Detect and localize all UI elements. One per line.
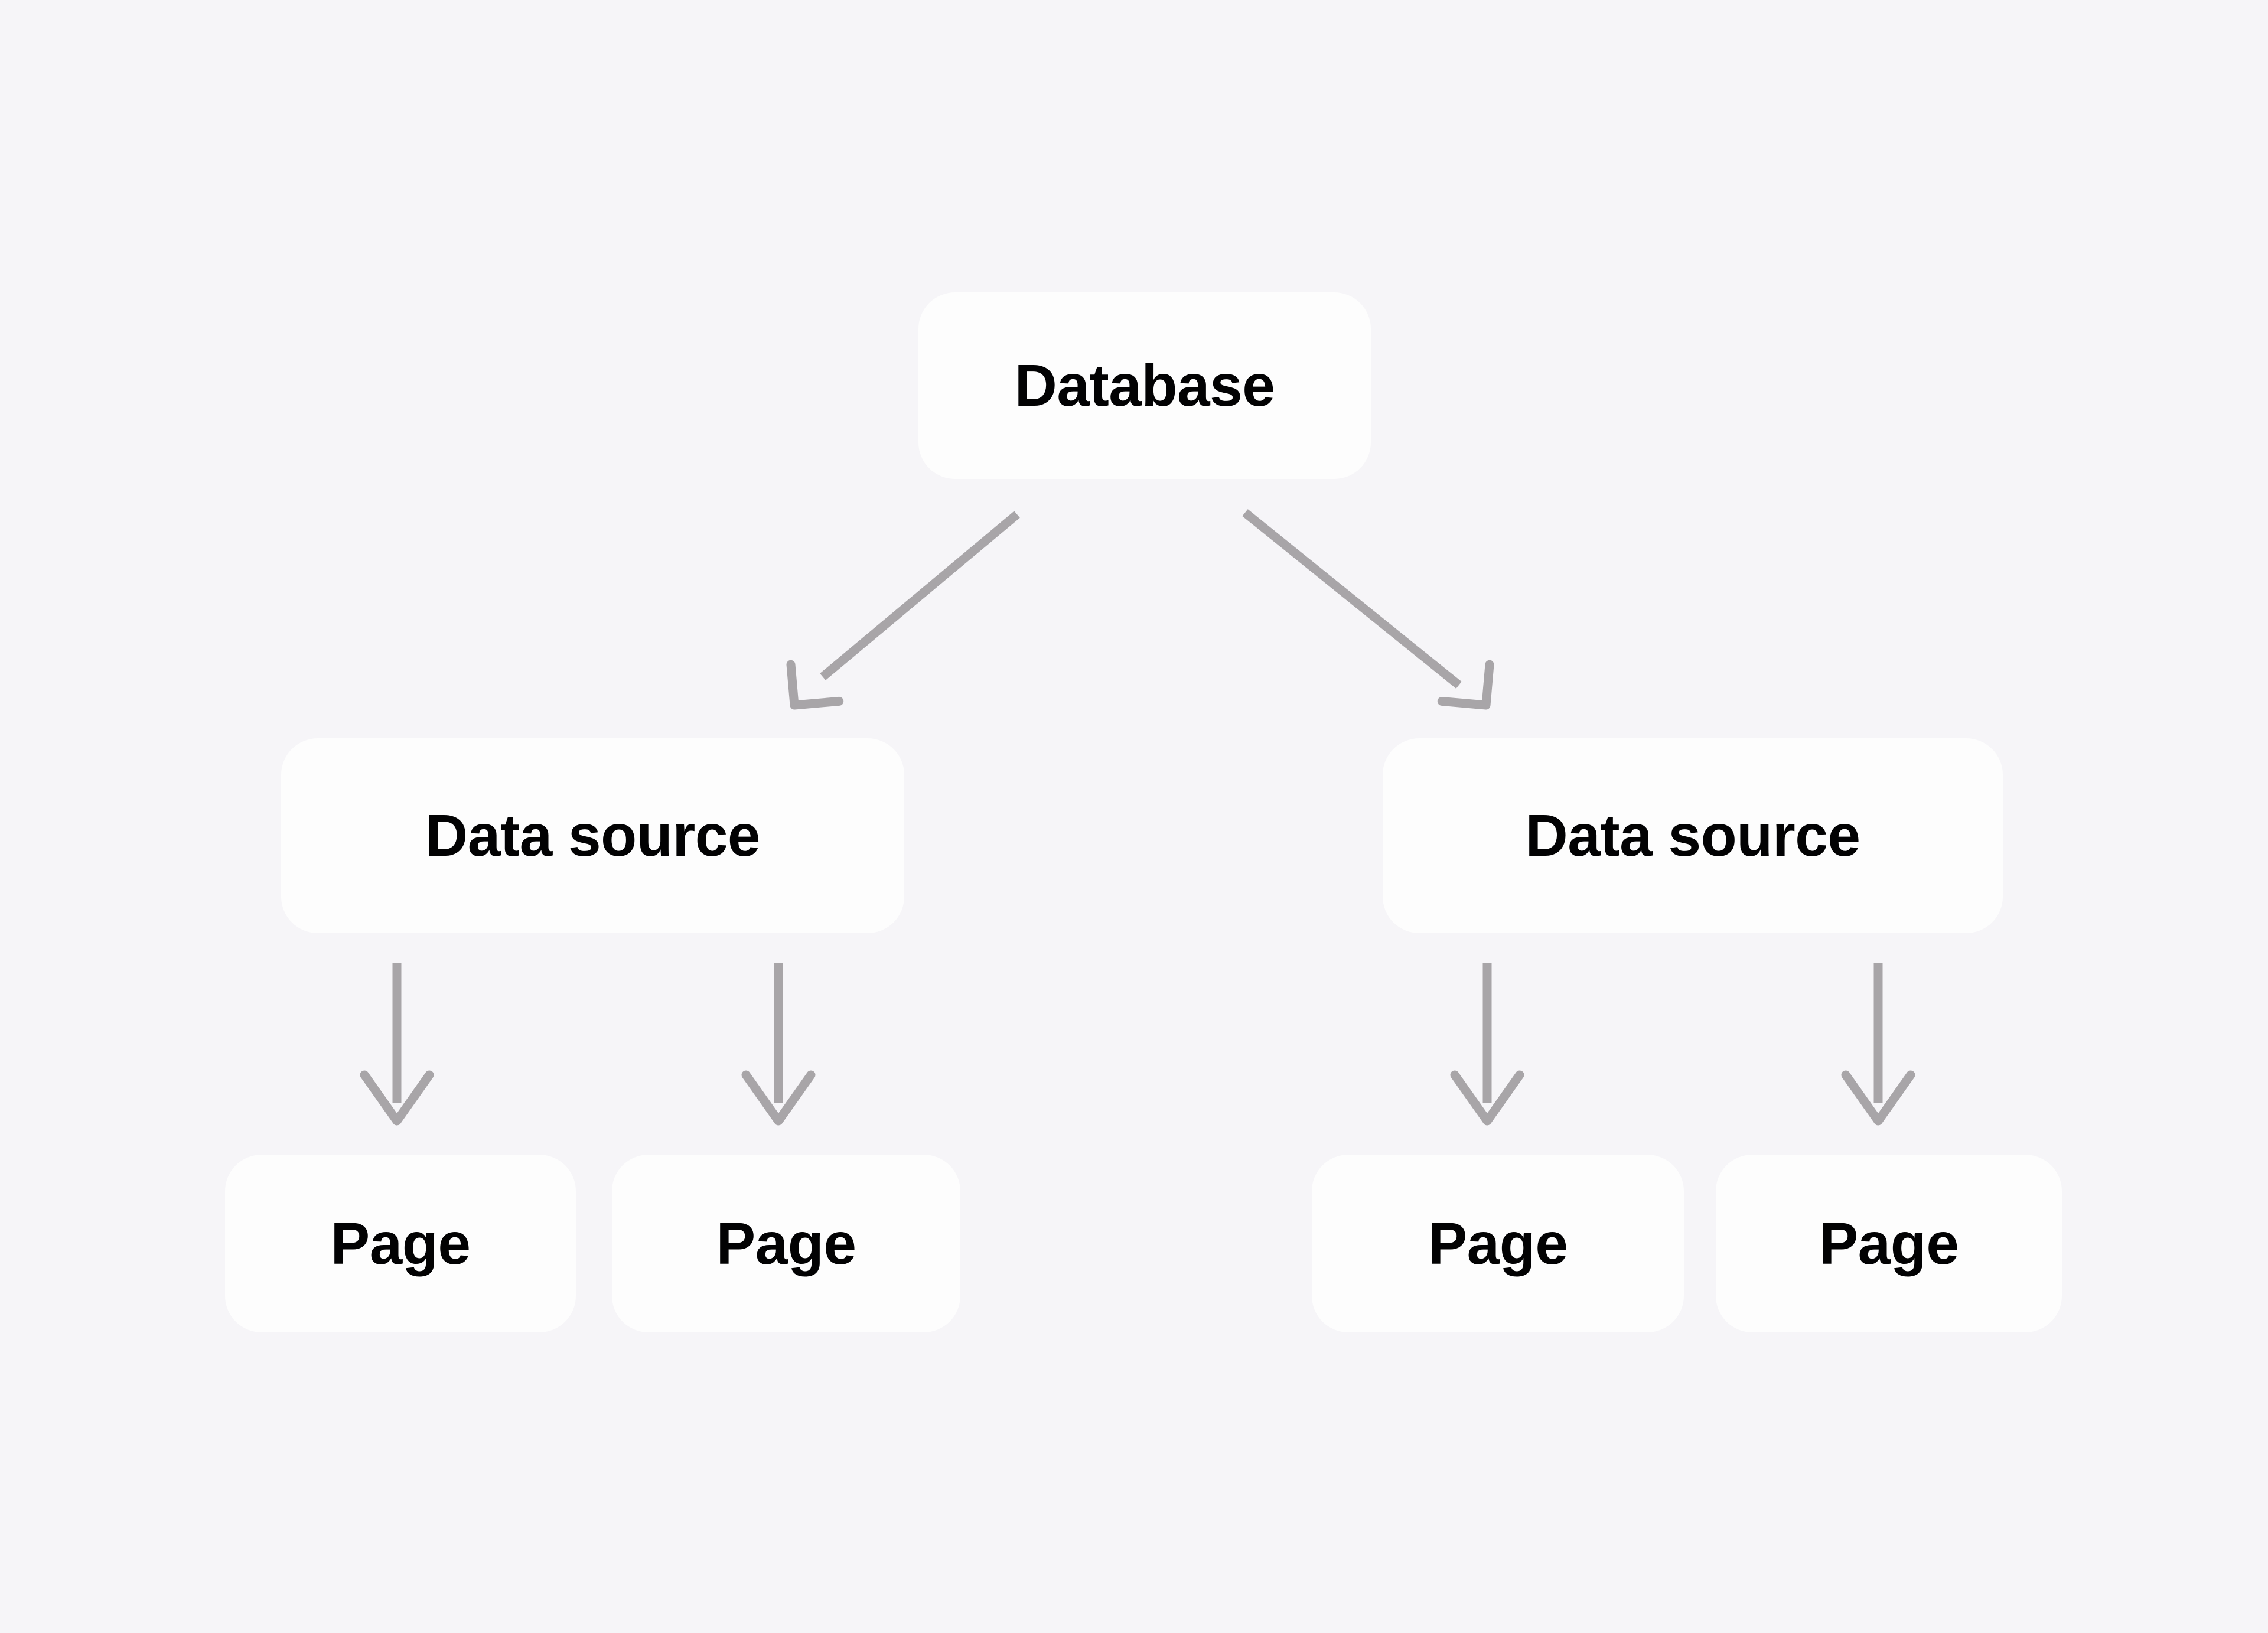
edge-data-source-1-to-page-2	[741, 963, 816, 1126]
node-page-3[interactable]: Page	[1312, 1155, 1684, 1332]
node-data-source-1-label: Data source	[425, 803, 760, 869]
node-database-label: Database	[1014, 353, 1275, 419]
node-page-2[interactable]: Page	[612, 1155, 960, 1332]
edge-data-source-2-to-page-4	[1841, 963, 1915, 1126]
edge-database-to-data-source-1	[786, 511, 1020, 710]
edge-database-to-data-source-2	[1242, 509, 1494, 710]
node-data-source-2[interactable]: Data source	[1383, 738, 2003, 933]
node-data-source-1[interactable]: Data source	[281, 738, 904, 933]
node-page-4[interactable]: Page	[1716, 1155, 2062, 1332]
node-page-4-label: Page	[1819, 1210, 1959, 1277]
node-page-2-label: Page	[716, 1210, 856, 1277]
edge-data-source-1-to-page-1	[360, 963, 434, 1126]
edge-data-source-2-to-page-3	[1450, 963, 1524, 1126]
node-data-source-2-label: Data source	[1525, 803, 1860, 869]
node-page-3-label: Page	[1428, 1210, 1568, 1277]
node-page-1-label: Page	[330, 1210, 471, 1277]
node-page-1[interactable]: Page	[225, 1155, 576, 1332]
node-database[interactable]: Database	[918, 292, 1371, 479]
